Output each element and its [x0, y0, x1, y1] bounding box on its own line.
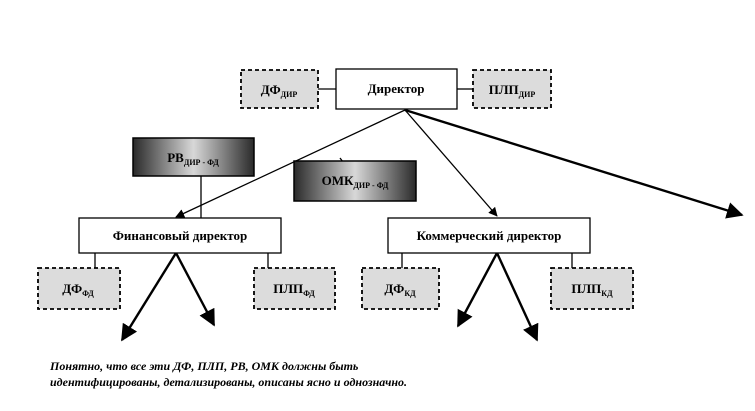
rv-sub: ДИР - ФД: [184, 158, 219, 167]
svg-text:ОМКДИР - ФД: ОМКДИР - ФД: [322, 173, 389, 190]
plp-dir-main: ПЛП: [489, 82, 519, 97]
df-kd-sub: КД: [404, 289, 416, 298]
arrow-right-outgoing: [404, 108, 744, 219]
plp-fd-box: ПЛПФД: [253, 267, 336, 310]
df-kd-main: ДФ: [384, 281, 404, 296]
svg-text:ПЛПДИР: ПЛПДИР: [489, 82, 536, 99]
omk-dir-fd-box: ОМКДИР - ФД: [293, 160, 417, 202]
com-director-node: Коммерческий директор: [387, 217, 591, 254]
arrows: [120, 108, 744, 342]
plp-fd-sub: ФД: [303, 289, 315, 298]
arrow-to-fin-director: [175, 109, 406, 218]
df-fd-main: ДФ: [62, 281, 82, 296]
arrow-to-com-director: [404, 109, 498, 217]
df-dir-box: ДФДИР: [240, 69, 319, 109]
df-kd-box: ДФКД: [361, 267, 440, 310]
svg-text:ПЛПФД: ПЛПФД: [273, 281, 315, 298]
df-fd-sub: ФД: [82, 289, 94, 298]
arrow-kd-right: [495, 252, 539, 342]
svg-text:ДФДИР: ДФДИР: [261, 82, 298, 99]
rv-dir-fd-box: РВДИР - ФД: [132, 137, 255, 177]
omk-sub: ДИР - ФД: [353, 181, 388, 190]
plp-dir-box: ПЛПДИР: [472, 69, 552, 109]
plp-dir-sub: ДИР: [519, 90, 536, 99]
caption-line-2: идентифицированы, детализированы, описан…: [50, 375, 408, 389]
plp-kd-box: ПЛПКД: [550, 267, 634, 310]
plp-kd-main: ПЛП: [571, 281, 601, 296]
plp-kd-sub: КД: [601, 289, 613, 298]
df-fd-box: ДФФД: [37, 267, 121, 310]
fin-director-node: Финансовый директор: [78, 217, 282, 254]
svg-text:РВДИР - ФД: РВДИР - ФД: [167, 150, 219, 167]
com-director-label: Коммерческий директор: [417, 228, 562, 243]
df-dir-main: ДФ: [261, 82, 281, 97]
omk-main: ОМК: [322, 173, 354, 188]
df-dir-sub: ДИР: [281, 90, 298, 99]
svg-text:ПЛПКД: ПЛПКД: [571, 281, 613, 298]
plp-fd-main: ПЛП: [273, 281, 303, 296]
director-node: Директор: [335, 68, 458, 110]
svg-text:ДФФД: ДФФД: [62, 281, 94, 298]
caption-line-1: Понятно, что все эти ДФ, ПЛП, РВ, ОМК до…: [50, 359, 359, 373]
arrow-kd-left: [456, 252, 499, 328]
caption: Понятно, что все эти ДФ, ПЛП, РВ, ОМК до…: [50, 358, 610, 390]
director-label: Директор: [368, 81, 425, 96]
arrow-fd-left: [120, 252, 178, 342]
arrow-fd-right: [174, 252, 216, 327]
svg-text:ДФКД: ДФКД: [384, 281, 416, 298]
rv-main: РВ: [167, 150, 184, 165]
fin-director-label: Финансовый директор: [113, 228, 248, 243]
